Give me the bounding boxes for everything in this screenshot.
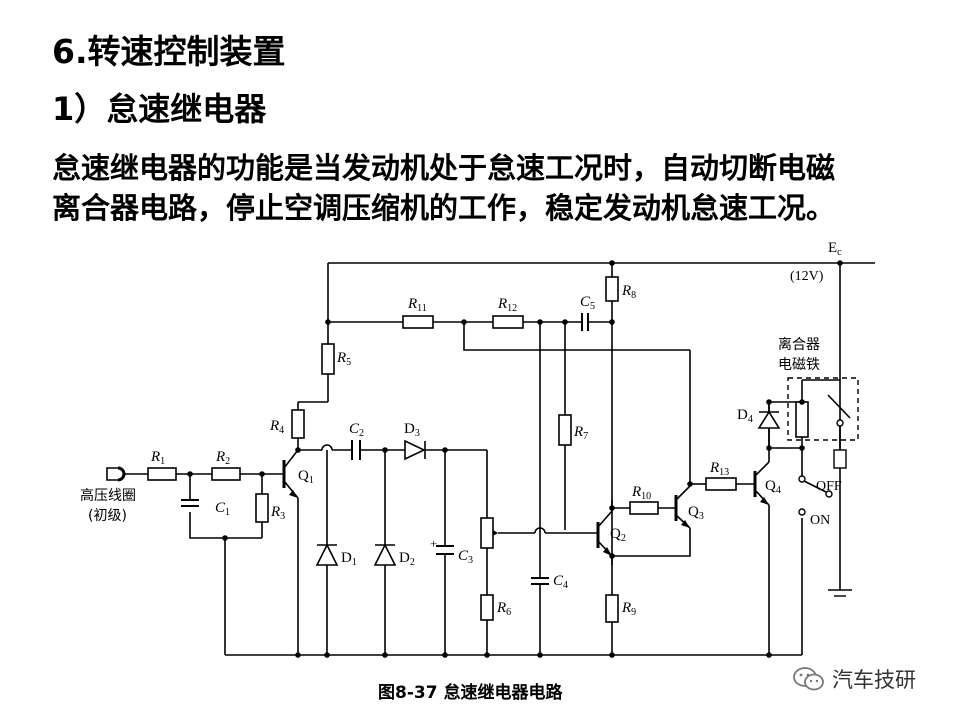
label-d4: D4	[737, 407, 753, 425]
d4-diode	[757, 410, 781, 429]
label-c3-polarity: +	[430, 536, 437, 551]
label-r11: R11	[407, 296, 427, 314]
label-switch-on: ON	[810, 513, 830, 528]
r13-resistor	[705, 477, 737, 491]
r2-resistor	[211, 467, 241, 481]
label-r8: R8	[621, 283, 636, 301]
label-r3: R3	[270, 504, 285, 522]
r4-resistor	[291, 409, 305, 439]
r10-resistor	[629, 501, 659, 515]
figure-caption: 图8-37 怠速继电器电路	[378, 683, 563, 703]
clutch-electromagnet-box	[787, 377, 859, 441]
label-clutch-line1: 离合器	[778, 336, 820, 353]
label-input-line1: 高压线圈	[80, 487, 136, 504]
label-r12: R12	[497, 296, 517, 314]
c3-capacitor	[436, 545, 454, 555]
c2-capacitor	[351, 440, 361, 460]
label-supply: Ec	[828, 240, 842, 258]
label-q2: Q2	[610, 526, 626, 544]
label-clutch-line2: 电磁铁	[778, 357, 820, 373]
label-d1: D1	[341, 550, 357, 568]
label-d3: D3	[404, 421, 420, 439]
c1-capacitor	[181, 499, 199, 507]
wechat-icon	[793, 667, 824, 691]
label-c5: C5	[580, 294, 595, 312]
d3-diode	[404, 439, 426, 461]
clutch-coil	[795, 401, 809, 438]
label-c2: C2	[349, 421, 364, 439]
label-q1: Q1	[298, 468, 314, 486]
label-r1: R1	[150, 449, 165, 467]
clutch-contact	[833, 449, 847, 469]
paragraph-line: 离合器电路，停止空调压缩机的工作，稳定发动机怠速工况。	[52, 191, 836, 225]
watermark: 汽车技研	[792, 664, 916, 694]
label-r7: R7	[573, 424, 588, 442]
r12-resistor	[492, 315, 524, 329]
d2-diode	[373, 543, 397, 566]
r3-resistor	[255, 493, 269, 523]
r1-resistor	[147, 467, 177, 481]
label-r2: R2	[215, 449, 230, 467]
switch-contact-off	[825, 490, 833, 498]
label-c3: C3	[458, 548, 473, 566]
r7-resistor	[558, 414, 572, 446]
label-q4: Q4	[765, 478, 781, 496]
label-r13: R13	[709, 460, 729, 478]
label-r6: R6	[496, 600, 511, 618]
c4-capacitor	[531, 577, 549, 585]
switch-contact-on	[798, 508, 806, 516]
label-supply-voltage: (12V)	[790, 269, 824, 284]
d1-diode	[315, 543, 339, 566]
label-r9: R9	[621, 600, 636, 618]
label-r4: R4	[269, 418, 284, 436]
label-c4: C4	[553, 573, 568, 591]
paragraph-line: 怠速继电器的功能是当发动机处于怠速工况时，自动切断电磁	[52, 151, 836, 185]
label-q3: Q3	[688, 504, 704, 522]
slide-subtitle: 1）怠速继电器	[52, 90, 267, 128]
r6-resistor	[480, 594, 494, 621]
label-r5: R5	[336, 350, 351, 368]
c5-capacitor	[581, 313, 589, 331]
label-d2: D2	[399, 550, 415, 568]
r11-resistor	[402, 315, 434, 329]
label-r10: R10	[631, 484, 651, 502]
r8-resistor	[605, 276, 619, 302]
switch-contact-common	[798, 475, 806, 483]
r5-resistor	[321, 343, 335, 375]
label-switch-off: OFF	[816, 479, 842, 494]
label-input-line2: (初级)	[88, 507, 127, 524]
description-paragraph: 怠速继电器的功能是当发动机处于怠速工况时，自动切断电磁 离合器电路，停止空调压缩…	[52, 148, 932, 228]
slide-title: 6.转速控制装置	[52, 32, 286, 71]
r9-resistor	[605, 594, 619, 623]
watermark-text: 汽车技研	[832, 668, 916, 692]
potentiometer	[480, 517, 494, 549]
label-c1: C1	[215, 500, 230, 518]
